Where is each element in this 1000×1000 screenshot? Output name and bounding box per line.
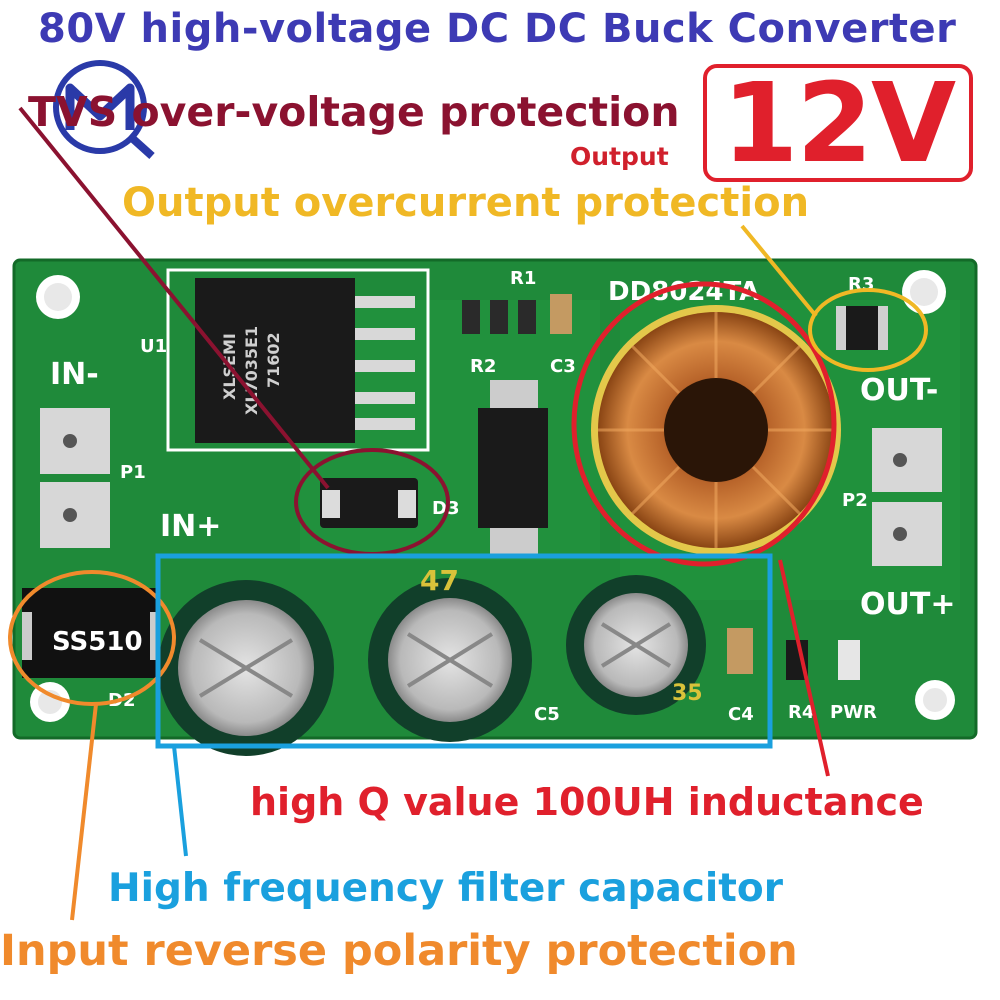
silk-out-plus: OUT+	[860, 587, 955, 622]
ic-u1	[195, 278, 355, 443]
silk-p2: P2	[842, 490, 868, 511]
inductor-highlight-ellipse	[571, 281, 837, 567]
tvs-protection-label: TVS over-voltage protection	[28, 88, 680, 136]
filter-highlight-box	[155, 553, 773, 749]
silk-pwr: PWR	[830, 702, 877, 723]
voltage-value: 12V	[721, 59, 956, 187]
silk-r1: R1	[510, 268, 536, 289]
silk-in-minus: IN-	[50, 357, 99, 392]
silk-in-plus: IN+	[160, 509, 221, 544]
reverse-polarity-label: Input reverse polarity protection	[0, 926, 798, 976]
diode-d2	[22, 588, 160, 678]
overcurrent-highlight-ellipse	[808, 288, 928, 372]
small-cap-marking: 35	[672, 681, 703, 706]
diode-marking: SS510	[52, 627, 143, 657]
silk-r4: R4	[788, 702, 814, 723]
silk-c3: C3	[550, 356, 576, 377]
filter-capacitor-label: High frequency filter capacitor	[108, 866, 783, 911]
ic-marking-3: 71602	[264, 332, 283, 388]
ic-marking-2: XL7035E1	[242, 326, 261, 415]
cap-marking: 47	[420, 564, 459, 597]
product-title: 80V high-voltage DC DC Buck Converter	[38, 6, 957, 52]
silk-c4: C4	[728, 704, 754, 725]
silk-u1: U1	[140, 336, 167, 357]
silk-model: DD8024TA	[608, 277, 759, 307]
silk-r2: R2	[470, 356, 496, 377]
inductance-label: high Q value 100UH inductance	[250, 780, 924, 824]
brand-logo	[53, 60, 155, 159]
silk-p1: P1	[120, 462, 146, 483]
output-label: Output	[570, 142, 669, 171]
voltage-badge: 12V	[703, 64, 973, 182]
silk-c5: C5	[534, 704, 560, 725]
reverse-highlight-ellipse	[8, 570, 176, 706]
overcurrent-label: Output overcurrent protection	[122, 180, 810, 226]
silk-out-minus: OUT-	[860, 373, 938, 408]
